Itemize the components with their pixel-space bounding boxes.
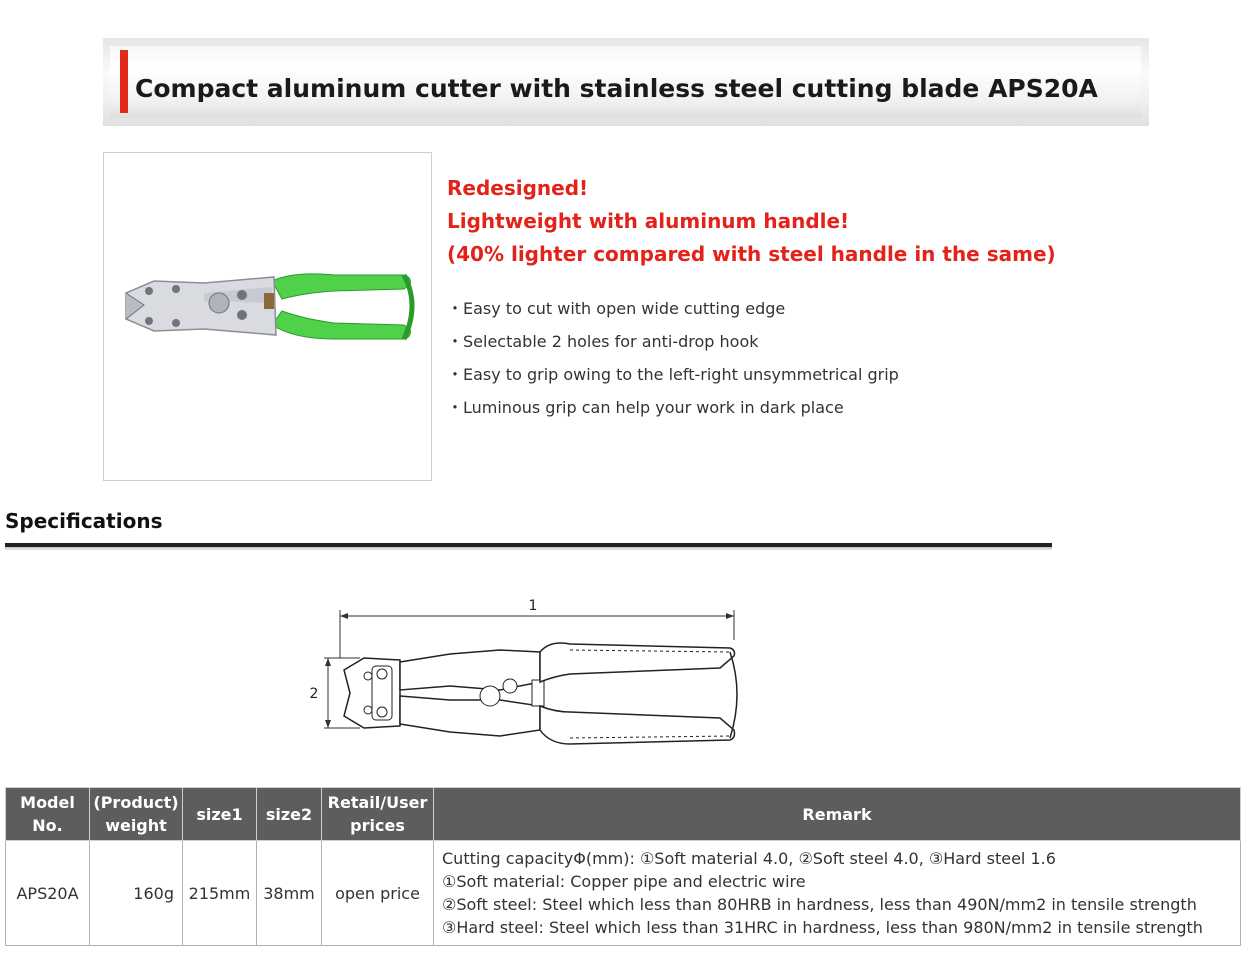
headline-line: Redesigned!: [447, 176, 589, 200]
remark-line: ②Soft steel: Steel which less than 80HRB…: [442, 895, 1197, 914]
header-remark: Remark: [433, 787, 1241, 841]
divider-shadow: [5, 547, 1052, 551]
remark-line: Cutting capacityΦ(mm): ①Soft material 4.…: [442, 849, 1056, 868]
cutter-line-drawing: 1 2: [310, 598, 738, 745]
specifications-heading: Specifications: [5, 509, 163, 533]
title-banner: Compact aluminum cutter with stainless s…: [103, 38, 1149, 126]
dimension-diagram: 1 2: [300, 590, 760, 769]
cell-price: open price: [321, 840, 434, 946]
table-row: APS20A 160g 215mm 38mm open price Cuttin…: [5, 840, 1241, 946]
remark-line: ③Hard steel: Steel which less than 31HRC…: [442, 918, 1203, 937]
feature-item: ・Luminous grip can help your work in dar…: [447, 398, 844, 417]
dimension-2-label: 2: [310, 686, 319, 702]
cell-model: APS20A: [5, 840, 90, 946]
headline-line: (40% lighter compared with steel handle …: [447, 242, 1056, 266]
header-weight: (Product)weight: [89, 787, 183, 841]
divider: [5, 543, 1052, 547]
cutter-image: [125, 273, 415, 341]
header-size2: size2: [256, 787, 322, 841]
cell-remark: Cutting capacityΦ(mm): ①Soft material 4.…: [433, 840, 1241, 946]
product-photo: [103, 152, 432, 481]
header-size1: size1: [182, 787, 257, 841]
feature-item: ・Easy to cut with open wide cutting edge: [447, 299, 786, 318]
cell-weight: 160g: [89, 840, 183, 946]
headline-block: Redesigned! Lightweight with aluminum ha…: [447, 172, 1056, 271]
feature-item: ・Selectable 2 holes for anti-drop hook: [447, 332, 759, 351]
title-inner: Compact aluminum cutter with stainless s…: [110, 46, 1141, 118]
feature-item: ・Easy to grip owing to the left-right un…: [447, 365, 899, 384]
remark-line: ①Soft material: Copper pipe and electric…: [442, 872, 806, 891]
headline-line: Lightweight with aluminum handle!: [447, 209, 850, 233]
dimension-1-label: 1: [529, 598, 538, 614]
title-accent-bar: [120, 50, 128, 113]
cell-size2: 38mm: [256, 840, 322, 946]
cell-size1: 215mm: [182, 840, 257, 946]
page-title: Compact aluminum cutter with stainless s…: [135, 74, 1098, 103]
feature-list: ・Easy to cut with open wide cutting edge…: [447, 292, 899, 424]
